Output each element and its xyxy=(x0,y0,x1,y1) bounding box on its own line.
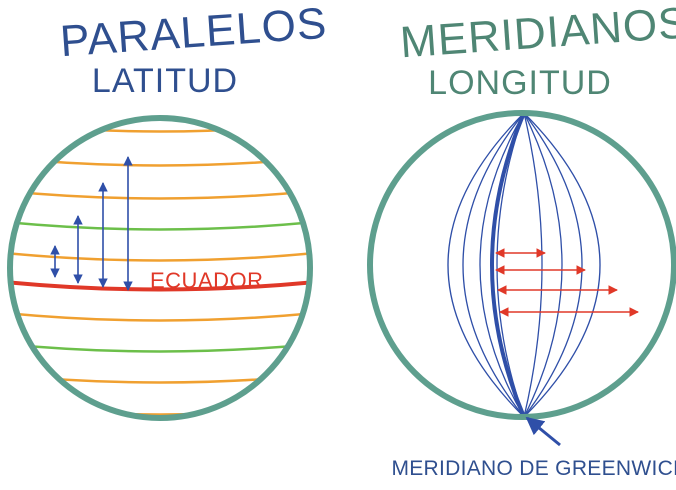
meridian-line xyxy=(496,113,525,417)
meridian-line xyxy=(523,113,563,417)
greenwich-label: MERIDIANO DE GREENWICH xyxy=(391,457,676,480)
globe-outline-right xyxy=(367,110,676,420)
meridian-line xyxy=(479,113,525,417)
greenwich-pointer-arrow xyxy=(525,416,561,447)
meridian-line xyxy=(447,113,525,417)
meridian-line xyxy=(523,113,601,417)
meridian-line xyxy=(462,113,525,417)
longitud-subtitle: LONGITUD xyxy=(428,64,612,102)
parallels-globe: ECUADOR xyxy=(7,115,313,421)
equator-line xyxy=(10,275,310,292)
meridian-line xyxy=(523,113,543,417)
parallel-line xyxy=(10,246,310,262)
parallel-line xyxy=(10,400,310,416)
meridian-line xyxy=(523,113,583,417)
parallel-line-tropic xyxy=(10,337,310,353)
greenwich-meridian xyxy=(490,113,526,417)
latitud-subtitle: LATITUD xyxy=(91,62,239,100)
globe-outline-left xyxy=(7,115,313,421)
meridians-globe: MERIDIANO DE GREENWICH xyxy=(367,110,676,480)
parallel-line xyxy=(10,184,310,200)
meridian-lines xyxy=(447,113,601,417)
equator-label: ECUADOR xyxy=(150,268,264,293)
